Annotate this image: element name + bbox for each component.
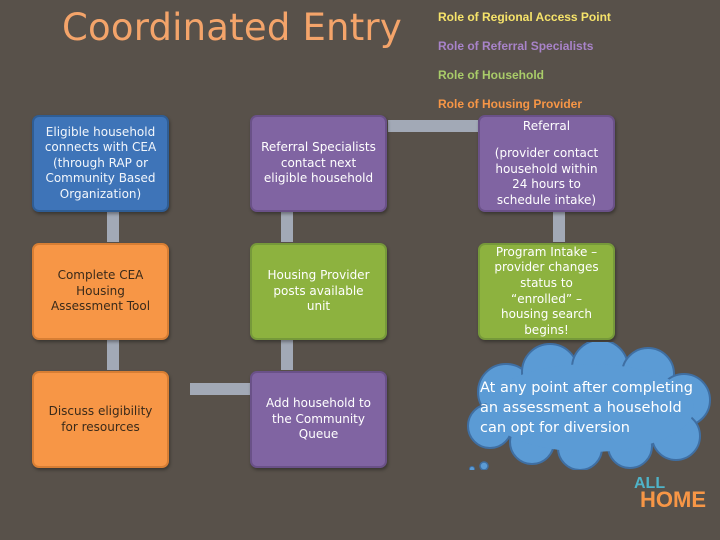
connector-contact-to-referral <box>388 120 478 132</box>
connector-discuss-to-queue <box>190 383 252 395</box>
step-complete-assessment: Complete CEA Housing Assessment Tool <box>32 243 169 340</box>
step-referral-specialists-contact-text: Referral Specialists contact next eligib… <box>261 140 376 186</box>
step-discuss-eligibility: Discuss eligibility for resources <box>32 371 169 468</box>
step-referral: Referral (provider contact household wit… <box>478 115 615 212</box>
step-program-intake: Program Intake – provider changes status… <box>478 243 615 340</box>
step-housing-provider-posts: Housing Provider posts available unit <box>250 243 387 340</box>
step-complete-assessment-text: Complete CEA Housing Assessment Tool <box>50 268 151 314</box>
connector-posts-to-contact <box>281 210 293 242</box>
connector-queue-to-posts <box>281 338 293 370</box>
step-referral-detail: (provider contact household within 24 ho… <box>494 146 599 207</box>
step-discuss-eligibility-text: Discuss eligibility for resources <box>48 403 153 434</box>
step-program-intake-text: Program Intake – provider changes status… <box>494 244 599 337</box>
step-eligible-household-text: Eligible household connects with CEA (th… <box>44 124 157 201</box>
legend-regional-access-point: Role of Regional Access Point <box>438 10 611 24</box>
page-title: Coordinated Entry <box>62 6 402 49</box>
step-add-to-community-queue-text: Add household to the Community Queue <box>266 396 371 442</box>
legend-housing-provider: Role of Housing Provider <box>438 97 583 111</box>
step-housing-provider-posts-text: Housing Provider posts available unit <box>267 268 370 314</box>
diversion-note: At any point after completing an assessm… <box>480 380 693 436</box>
step-eligible-household: Eligible household connects with CEA (th… <box>32 115 169 212</box>
allhome-logo: ALL HOME <box>634 475 706 510</box>
logo-text-all: ALL <box>634 475 665 492</box>
legend-household: Role of Household <box>438 68 544 82</box>
step-referral-title: Referral <box>522 118 571 133</box>
logo-text-home: HOME <box>640 487 706 510</box>
step-referral-specialists-contact: Referral Specialists contact next eligib… <box>250 115 387 212</box>
connector-referral-to-intake <box>553 210 565 242</box>
connector-assessment-to-discuss <box>107 338 119 370</box>
legend-referral-specialists: Role of Referral Specialists <box>438 39 594 53</box>
step-add-to-community-queue: Add household to the Community Queue <box>250 371 387 468</box>
connector-eligible-to-assessment <box>107 210 119 242</box>
diversion-cloud-shape <box>467 342 711 470</box>
